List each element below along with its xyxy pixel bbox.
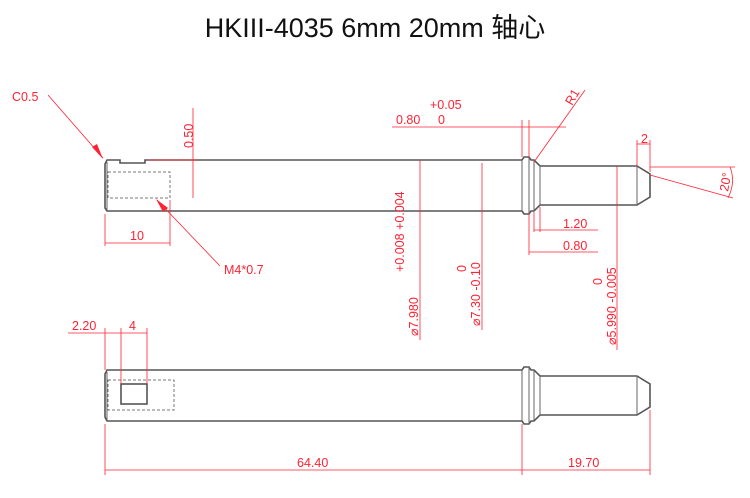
- total-length-b-label: 19.70: [568, 456, 599, 470]
- flat-position-label: 2.20: [72, 319, 96, 333]
- shaft-bottom-view: [104, 366, 651, 425]
- angle-label: 20°: [717, 171, 734, 192]
- d2-label: ⌀7.30 -0.10: [469, 262, 483, 326]
- d1-label: ⌀7.980: [407, 297, 421, 336]
- length-080-label: 0.80: [563, 239, 587, 253]
- flat-width-label: 4: [129, 319, 136, 333]
- d2-tolerance-label: 0: [455, 265, 469, 272]
- chamfer-label: C0.5: [12, 90, 38, 104]
- chamfer-length-label: 2: [641, 132, 648, 146]
- flat-slot: [120, 383, 148, 405]
- thread-label: M4*0.7: [224, 263, 264, 277]
- shaft-top-view: [104, 156, 651, 215]
- total-length-a-label: 64.40: [297, 456, 328, 470]
- thread-length-label: 10: [130, 229, 144, 243]
- d1-tolerance-label: +0.008 +0.004: [393, 191, 407, 272]
- groove-width-label: 0.80: [396, 113, 420, 127]
- d3-label: ⌀5.990 -0.005: [605, 267, 619, 345]
- length-120-label: 1.20: [563, 217, 587, 231]
- depth-label: 0.50: [182, 124, 196, 148]
- radius-label: R1: [562, 87, 582, 108]
- drawing-title: HKIII-4035 6mm 20mm 轴心: [204, 13, 546, 43]
- groove-width-tol-label: 0: [438, 113, 445, 127]
- dimensions: [47, 89, 735, 475]
- thread-hole-hidden: [107, 171, 171, 199]
- d3-tolerance-label: 0: [591, 278, 605, 285]
- groove-tolerance-label: +0.05: [430, 98, 462, 112]
